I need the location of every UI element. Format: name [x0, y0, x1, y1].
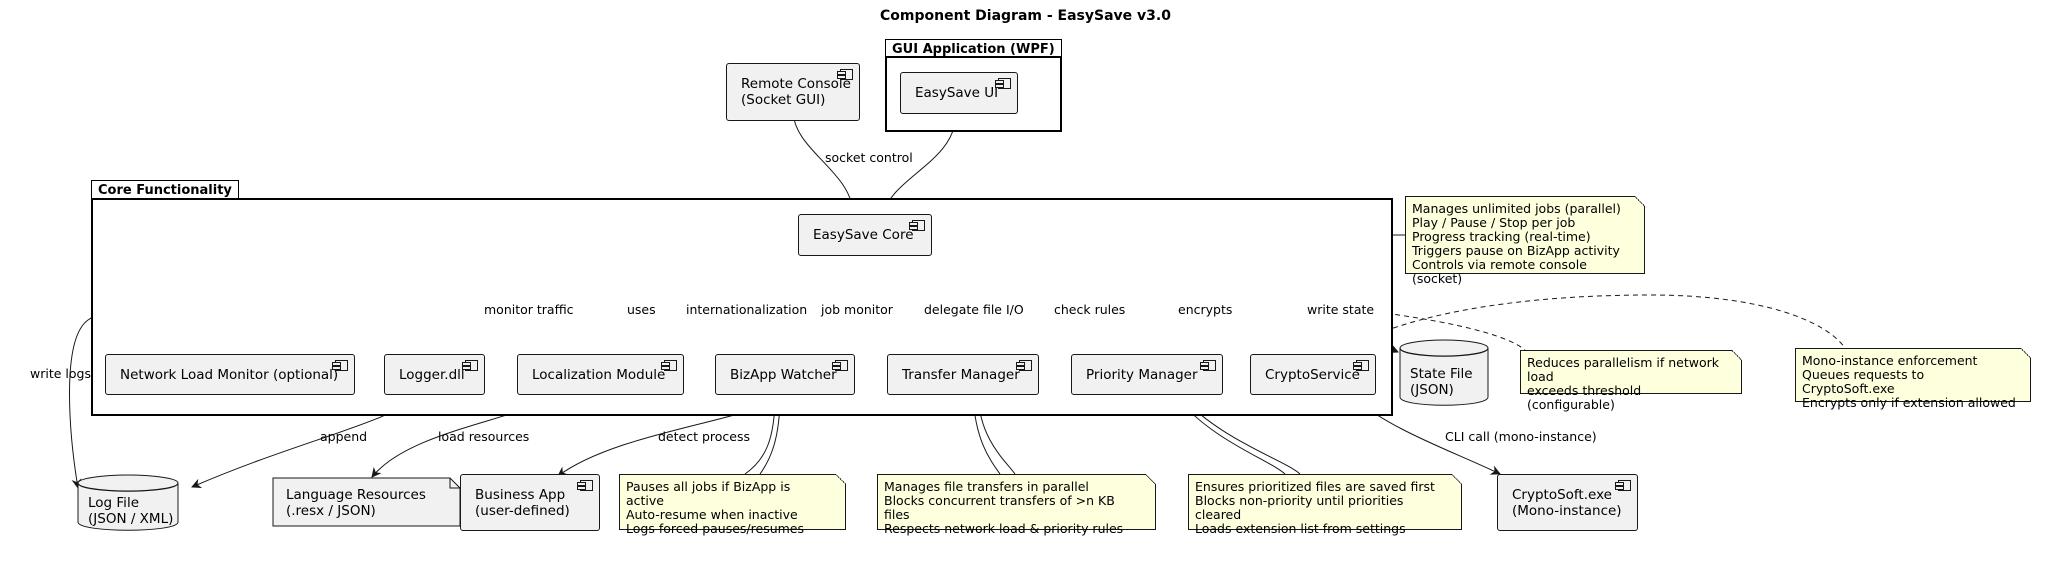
write-logs-label: write logs	[30, 366, 91, 381]
transfer-note: Manages file transfers in parallel Block…	[877, 474, 1156, 536]
priority-manager-component: Priority Manager	[1071, 354, 1223, 395]
component-icon	[1353, 360, 1369, 371]
easysave-ui-label: EasySave UI	[915, 85, 999, 101]
check-rules-label: check rules	[1054, 302, 1126, 317]
job-monitor-label: job monitor	[821, 302, 893, 317]
component-icon	[462, 360, 478, 371]
cryptosoft-label: CryptoSoft.exe (Mono-instance)	[1512, 486, 1622, 519]
cryptosoft-component: CryptoSoft.exe (Mono-instance)	[1497, 474, 1638, 531]
note-fold-corner	[1732, 350, 1742, 360]
localization-label: Localization Module	[532, 366, 666, 383]
component-icon	[995, 78, 1011, 89]
note-fold-corner	[836, 474, 846, 484]
cli-call-label: CLI call (mono-instance)	[1445, 429, 1597, 444]
internationalization-label: internationalization	[686, 302, 808, 317]
priority-note: Ensures prioritized files are saved firs…	[1188, 474, 1462, 536]
encrypts-label: encrypts	[1178, 302, 1233, 317]
write-state-label: write state	[1307, 302, 1375, 317]
component-icon	[1200, 360, 1216, 371]
diagram-title: Component Diagram - EasySave v3.0	[880, 8, 1171, 24]
core-note: Manages unlimited jobs (parallel) Play /…	[1405, 196, 1645, 286]
crypto-service-label: CryptoService	[1265, 366, 1360, 383]
component-icon	[332, 360, 348, 371]
easysave-core-component: EasySave Core	[798, 214, 932, 256]
detect-process-label: detect process	[658, 429, 750, 444]
bizapp-watcher-component: BizApp Watcher	[715, 354, 855, 395]
note-fold-corner	[1635, 196, 1645, 206]
component-icon	[1016, 360, 1032, 371]
component-icon	[832, 360, 848, 371]
note-fold-corner	[1146, 474, 1156, 484]
state-file-database	[1399, 339, 1489, 406]
note-fold-corner	[2021, 348, 2031, 358]
crypto-service-component: CryptoService	[1250, 354, 1376, 395]
logger-component: Logger.dll	[384, 354, 485, 395]
network-monitor-component: Network Load Monitor (optional)	[105, 354, 355, 395]
component-icon	[661, 360, 677, 371]
append-label: append	[320, 429, 368, 444]
component-icon	[909, 220, 925, 231]
component-icon	[837, 69, 853, 80]
business-app-label: Business App (user-defined)	[475, 486, 570, 519]
transfer-manager-component: Transfer Manager	[887, 354, 1039, 395]
remote-console-label: Remote Console (Socket GUI)	[741, 76, 851, 108]
crypto-note: Mono-instance enforcement Queues request…	[1795, 348, 2031, 410]
core-package-tab: Core Functionality	[91, 180, 239, 200]
log-file-label: Log File (JSON / XML)	[88, 495, 174, 527]
network-note: Reduces parallelism if network load exce…	[1520, 350, 1742, 412]
component-icon	[577, 480, 593, 491]
priority-manager-label: Priority Manager	[1086, 366, 1198, 383]
gui-package-tab: GUI Application (WPF)	[885, 39, 1062, 59]
socket-control-label: socket control	[825, 150, 913, 165]
load-resources-label: load resources	[438, 429, 530, 444]
note-fold-corner	[1452, 474, 1462, 484]
monitor-traffic-label: monitor traffic	[484, 302, 574, 317]
business-app-component: Business App (user-defined)	[460, 474, 600, 531]
remote-console-component: Remote Console (Socket GUI)	[726, 63, 860, 121]
bizapp-note: Pauses all jobs if BizApp is active Auto…	[619, 474, 846, 536]
localization-component: Localization Module	[517, 354, 684, 395]
uses-label: uses	[627, 302, 656, 317]
log-file-database	[77, 474, 179, 531]
logger-label: Logger.dll	[399, 366, 465, 383]
state-file-label: State File (JSON)	[1410, 366, 1473, 398]
delegate-file-io-label: delegate file I/O	[924, 302, 1024, 317]
easysave-ui-component: EasySave UI	[900, 72, 1018, 114]
transfer-manager-label: Transfer Manager	[902, 366, 1020, 383]
bizapp-watcher-label: BizApp Watcher	[730, 366, 837, 383]
network-monitor-label: Network Load Monitor (optional)	[120, 366, 339, 383]
component-icon	[1615, 480, 1631, 491]
language-resources-label: Language Resources (.resx / JSON)	[286, 487, 426, 519]
easysave-core-label: EasySave Core	[813, 227, 914, 243]
